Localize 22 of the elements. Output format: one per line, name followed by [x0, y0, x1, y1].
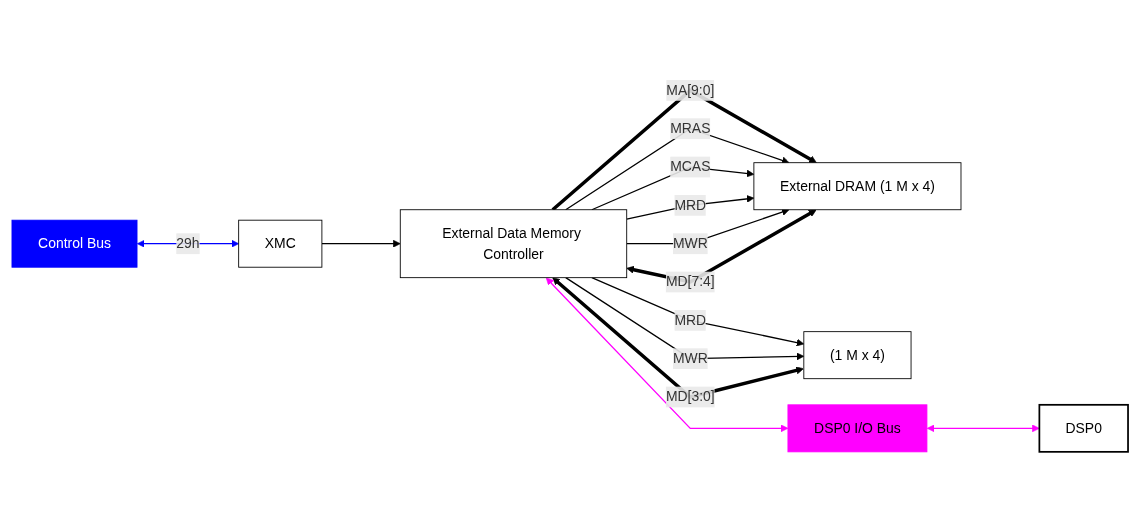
edge-label: MCAS [669, 159, 710, 175]
node-box: External DRAM (1 M x 4) [752, 162, 961, 211]
arrow [545, 277, 788, 433]
edge-label: MRAS [669, 120, 710, 136]
node-box: Control Bus [11, 219, 137, 268]
node-box: DSP0 [1038, 404, 1129, 453]
edge-label: MD[7:4] [665, 274, 715, 290]
edge-label: 29h [175, 235, 199, 251]
arrow [625, 195, 754, 220]
node-box: External Data Memory Controller [399, 209, 627, 279]
edge-label: MRD [673, 197, 706, 213]
node-box: XMC [237, 219, 322, 268]
arrow [320, 239, 401, 248]
node-box: (1 M x 4) [802, 331, 911, 380]
edge-label: MD[3:0] [665, 389, 715, 405]
node-box: DSP0 I/O Bus [787, 404, 927, 453]
arrow [590, 277, 804, 347]
edge-label: MRD [673, 312, 706, 328]
edge-label: MWR [672, 350, 708, 366]
arrow [564, 277, 804, 361]
edge-label: MA[9:0] [665, 82, 714, 98]
edge-label: MWR [672, 235, 708, 251]
